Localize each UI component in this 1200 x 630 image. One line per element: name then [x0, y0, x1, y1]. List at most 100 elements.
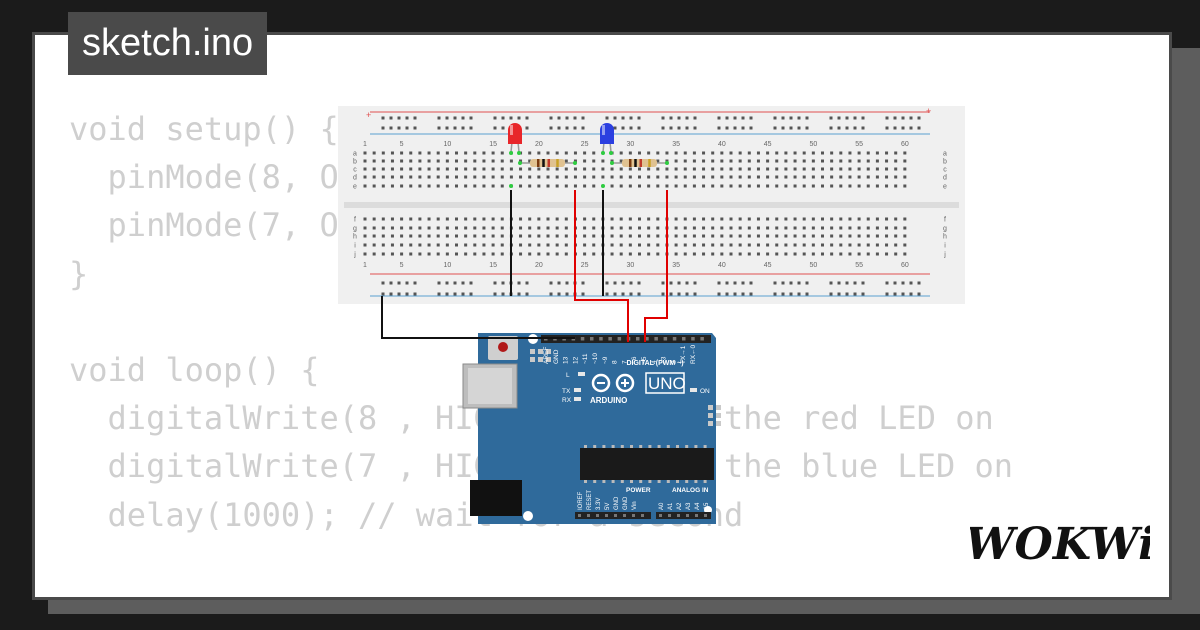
terminal-hole — [436, 184, 440, 188]
terminal-hole — [427, 234, 431, 238]
rail-hole — [493, 126, 497, 130]
terminal-hole — [400, 252, 404, 256]
row-letter: j — [943, 252, 946, 259]
chip-pin — [611, 445, 615, 448]
code-line: digitalWrite(8 , LOW); // turn the red L… — [69, 587, 1013, 597]
rail-hole — [437, 126, 441, 130]
chip-pin — [639, 445, 643, 448]
chip-pin — [676, 445, 679, 448]
terminal-hole — [793, 252, 797, 256]
terminal-hole — [866, 226, 870, 230]
terminal-hole — [894, 243, 898, 247]
rail-hole — [885, 126, 889, 130]
terminal-hole — [775, 159, 779, 163]
rail-hole — [669, 281, 673, 285]
terminal-hole — [427, 243, 431, 247]
terminal-hole — [363, 175, 367, 179]
rail-hole — [437, 116, 441, 120]
terminal-hole — [363, 234, 367, 238]
terminal-hole — [500, 159, 504, 163]
terminal-hole — [665, 167, 669, 171]
terminal-hole — [473, 234, 477, 238]
terminal-hole — [894, 159, 898, 163]
terminal-hole — [821, 234, 824, 238]
terminal-hole — [720, 184, 724, 188]
terminal-hole — [720, 252, 724, 256]
rail-hole — [501, 116, 505, 120]
terminal-hole — [381, 252, 385, 256]
file-tab[interactable]: sketch.ino — [68, 12, 268, 75]
row-letter: h — [353, 234, 357, 241]
rail-hole — [677, 126, 681, 130]
terminal-hole — [866, 167, 870, 171]
terminal-hole — [610, 252, 614, 256]
rail-hole — [773, 281, 777, 285]
terminal-hole — [683, 226, 687, 230]
rail-hole — [469, 281, 473, 285]
terminal-hole — [848, 167, 852, 171]
terminal-hole — [363, 243, 367, 247]
rail-hole — [845, 281, 849, 285]
terminal-hole — [802, 243, 806, 247]
chip-pin — [694, 445, 698, 448]
terminal-hole — [381, 159, 385, 163]
terminal-hole — [848, 243, 852, 247]
terminal-hole — [802, 226, 806, 230]
terminal-hole — [811, 184, 815, 188]
terminal-hole — [702, 184, 706, 188]
terminal-hole — [418, 226, 422, 230]
terminal-hole — [857, 226, 861, 230]
rail-hole — [773, 116, 777, 120]
icsp-pin — [708, 421, 713, 426]
terminal-hole — [473, 243, 477, 247]
terminal-hole — [592, 175, 596, 179]
terminal-hole — [766, 252, 770, 256]
icsp-pin — [538, 357, 543, 362]
terminal-hole — [363, 226, 367, 230]
terminal-hole — [647, 167, 651, 171]
terminal-hole — [729, 175, 733, 179]
power-pin-label: 3.3V — [596, 498, 602, 510]
rail-hole — [501, 281, 505, 285]
terminal-hole — [811, 159, 815, 163]
terminal-hole — [830, 151, 834, 155]
rail-hole — [781, 116, 785, 120]
terminal-hole — [756, 243, 760, 247]
digital-pin-label: ~5 — [641, 356, 648, 364]
terminal-hole — [683, 159, 687, 163]
rail-hole — [797, 126, 801, 130]
terminal-hole — [464, 184, 468, 188]
terminal-hole — [848, 252, 852, 256]
terminal-hole — [775, 252, 779, 256]
terminal-hole — [628, 151, 632, 155]
terminal-hole — [766, 234, 770, 238]
terminal-hole — [390, 226, 394, 230]
chip-pin — [703, 445, 707, 448]
terminal-hole — [674, 226, 678, 230]
row-letter: c — [353, 167, 357, 174]
rail-hole — [717, 281, 721, 285]
icsp-pin — [530, 349, 535, 354]
rail-hole — [493, 292, 497, 296]
rail-hole — [493, 281, 497, 285]
terminal-hole — [647, 217, 651, 221]
row-letter: g — [353, 226, 357, 233]
rail-hole — [389, 281, 393, 285]
rail-hole — [885, 116, 889, 120]
terminal-hole — [610, 217, 614, 221]
terminal-hole — [500, 234, 504, 238]
terminal-hole — [811, 234, 815, 238]
chip-pin — [611, 480, 615, 483]
terminal-hole — [738, 159, 742, 163]
terminal-hole — [564, 167, 568, 171]
terminal-hole — [894, 175, 898, 179]
terminal-hole — [894, 217, 898, 221]
rail-hole — [565, 116, 569, 120]
terminal-hole — [857, 175, 861, 179]
terminal-hole — [473, 167, 477, 171]
terminal-hole — [427, 151, 431, 155]
rail-hole — [453, 126, 457, 130]
icsp-pin — [546, 357, 551, 362]
terminal-hole — [372, 226, 376, 230]
chip-pin — [630, 480, 633, 483]
